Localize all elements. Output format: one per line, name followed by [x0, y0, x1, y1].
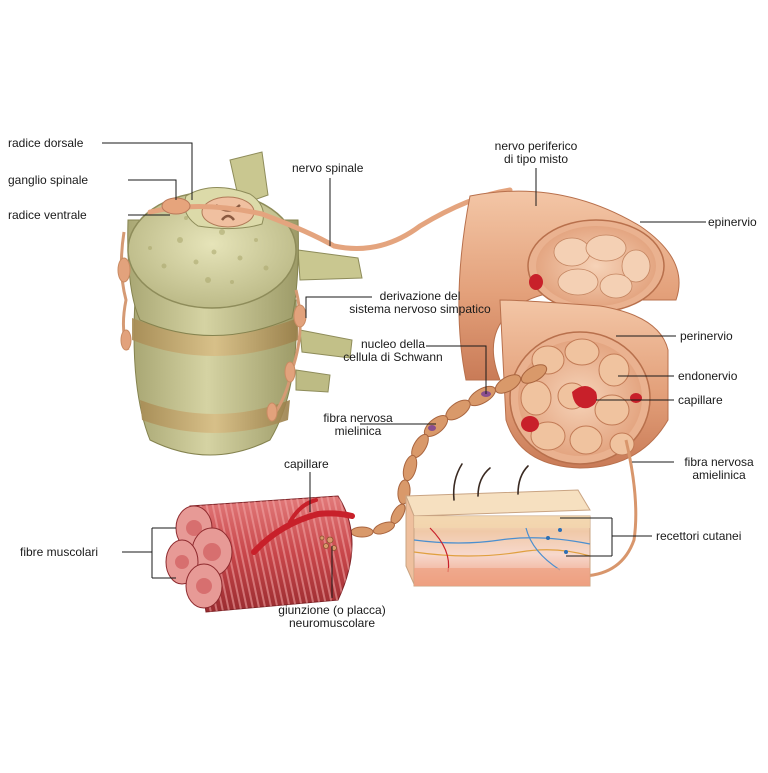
label-nmj-line2: neuromuscolare: [288, 616, 376, 630]
label-capillary-muscle: capillare: [284, 457, 329, 471]
label-myelinated-fiber: fibra nervosa mielinica: [310, 412, 406, 438]
skin-block: [405, 463, 591, 587]
label-muscle-fibers: fibre muscolari: [20, 545, 99, 559]
label-myelinated-line1: fibra nervosa: [323, 411, 393, 425]
label-epineurium: epinervio: [708, 215, 757, 229]
label-skin-receptors: recettori cutanei: [656, 529, 742, 543]
label-peripheral-nerve-line1: nervo periferico: [494, 139, 578, 153]
label-peripheral-nerve: nervo periferico di tipo misto: [476, 140, 596, 166]
label-schwann-line1: nucleo della: [360, 337, 426, 351]
label-unmyelinated-line2: amielinica: [692, 468, 746, 482]
label-sympathetic-branch: derivazione del sistema nervoso simpatic…: [338, 290, 502, 316]
peripheral-nerve: [458, 190, 680, 578]
label-myelinated-line2: mielinica: [334, 424, 382, 438]
label-sympathetic-line1: derivazione del: [379, 289, 461, 303]
label-dorsal-root: radice dorsale: [8, 136, 84, 150]
spinal-nerve: [147, 187, 513, 251]
label-ventral-root: radice ventrale: [8, 208, 87, 222]
label-unmyelinated-fiber: fibra nervosa amielinica: [674, 456, 764, 482]
label-capillary-right: capillare: [678, 393, 723, 407]
label-sympathetic-line2: sistema nervoso simpatico: [349, 302, 491, 316]
label-schwann-nucleus: nucleo della cellula di Schwann: [338, 338, 448, 364]
label-unmyelinated-line1: fibra nervosa: [684, 455, 754, 469]
label-peripheral-nerve-line2: di tipo misto: [503, 152, 569, 166]
muscle-bundle: [165, 495, 355, 613]
label-perineurium: perinervio: [680, 329, 733, 343]
label-spinal-nerve: nervo spinale: [292, 161, 364, 175]
leader-lines: [102, 142, 706, 598]
label-schwann-line2: cellula di Schwann: [343, 350, 443, 364]
vertebral-column: [127, 151, 363, 456]
label-spinal-ganglion: ganglio spinale: [8, 173, 89, 187]
label-nmj-line1: giunzione (o placca): [278, 603, 386, 617]
label-neuromuscular-junction: giunzione (o placca) neuromuscolare: [266, 604, 398, 630]
sympathetic-chain: [117, 231, 307, 422]
label-endoneurium: endonervio: [678, 369, 738, 383]
